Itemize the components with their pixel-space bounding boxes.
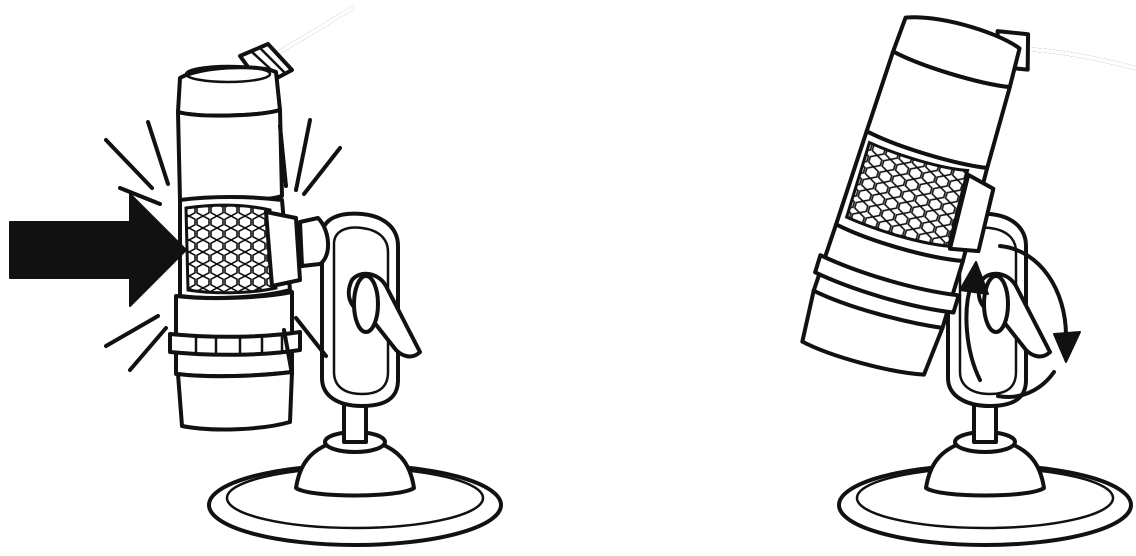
right-panel <box>794 0 1136 545</box>
left-panel <box>10 8 501 545</box>
suction-stand-icon <box>839 392 1131 545</box>
mount-arm <box>300 214 420 406</box>
push-arrow-icon <box>10 194 186 306</box>
